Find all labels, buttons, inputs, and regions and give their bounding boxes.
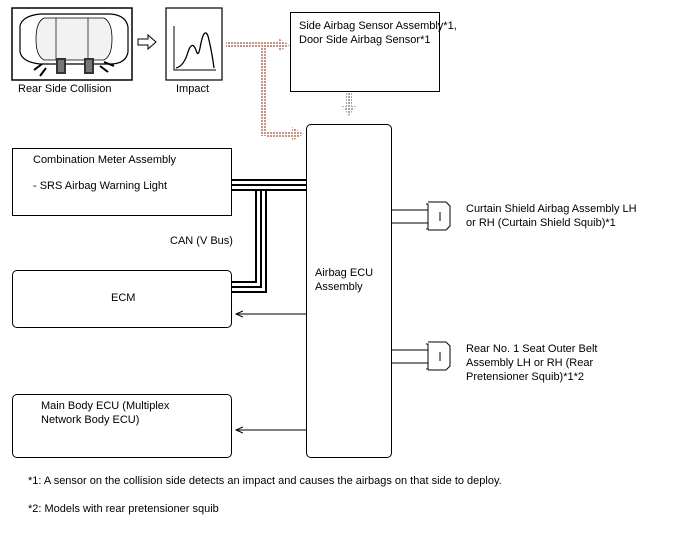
rear-belt-line1: Rear No. 1 Seat Outer Belt: [466, 343, 598, 355]
curtain-shield-squib-icon: [392, 201, 451, 231]
curtain-shield-line2: or RH (Curtain Shield Squib)*1: [466, 217, 616, 229]
side-sensor-line1: Side Airbag Sensor Assembly*1,: [299, 20, 457, 32]
ecm-label: ECM: [111, 292, 136, 304]
airbag-ecu-line2: Assembly: [315, 281, 363, 293]
combination-meter-title: Combination Meter Assembly: [33, 154, 177, 166]
impact-signal-arrow: [226, 38, 304, 141]
side-airbag-sensor-box: Side Airbag Sensor Assembly*1, Door Side…: [290, 12, 457, 92]
rear-pretensioner-squib-icon: [392, 341, 451, 371]
flow-arrow-icon: [137, 33, 157, 51]
collision-caption: Rear Side Collision: [18, 83, 112, 95]
main-body-ecu-line1: Main Body ECU (Multiplex: [41, 400, 170, 412]
combination-meter-box: Combination Meter Assembly - SRS Airbag …: [12, 148, 232, 216]
main-body-ecu-line2: Network Body ECU): [41, 414, 140, 426]
impact-graph-image: [165, 7, 223, 81]
can-bus-lines: [232, 179, 308, 293]
rear-belt-line2: Assembly LH or RH (Rear: [466, 357, 594, 369]
airbag-ecu-box: Airbag ECU Assembly: [306, 124, 392, 458]
rear-belt-line3: Pretensioner Squib)*1*2: [466, 371, 585, 383]
impact-caption: Impact: [176, 83, 210, 95]
car-collision-image: [11, 7, 133, 81]
main-body-ecu-box: Main Body ECU (Multiplex Network Body EC…: [12, 394, 232, 458]
footnote-1: *1: A sensor on the collision side detec…: [28, 475, 502, 487]
srs-warning-light-label: - SRS Airbag Warning Light: [33, 180, 168, 192]
curtain-shield-line1: Curtain Shield Airbag Assembly LH: [466, 203, 637, 215]
airbag-ecu-line1: Airbag ECU: [315, 267, 374, 279]
ecm-box: ECM: [12, 270, 232, 328]
side-sensor-line2: Door Side Airbag Sensor*1: [299, 34, 431, 46]
sensor-signal-arrow: [342, 93, 356, 116]
can-bus-label: CAN (V Bus): [170, 235, 233, 247]
footnote-2: *2: Models with rear pretensioner squib: [28, 503, 219, 515]
